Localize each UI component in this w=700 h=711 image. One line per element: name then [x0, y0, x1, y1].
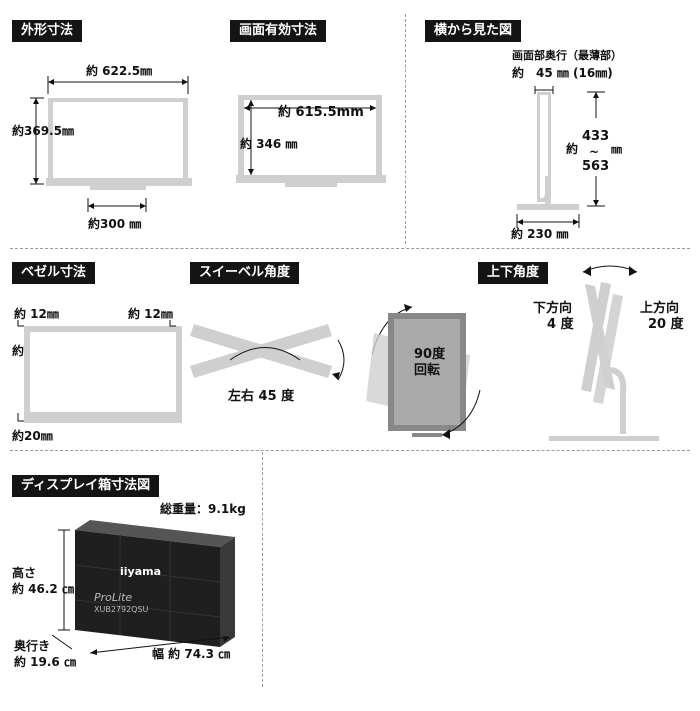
bezel-top-right-label: 約 12㎜ — [128, 307, 173, 321]
base-depth-label: 約 230 ㎜ — [511, 227, 569, 241]
box-series: ProLite — [94, 591, 133, 604]
outer-width-label: 約 622.5㎜ — [86, 64, 153, 78]
outer-dimensions-heading: 外形寸法 — [12, 20, 83, 42]
screen-dimensions-heading: 画面有効寸法 — [230, 20, 327, 42]
pivot-caption-line1: 90度 — [414, 347, 446, 362]
bezel-heading: ベゼル寸法 — [12, 262, 96, 284]
height-prefix-label: 約 — [566, 142, 579, 156]
outer-stand-label: 約300 ㎜ — [88, 217, 142, 231]
screen-height-label: 約 346 ㎜ — [240, 137, 298, 151]
divider-top-vertical — [405, 14, 406, 244]
tilt-up-value: 20 度 — [648, 317, 684, 332]
swivel-heading: スイーベル角度 — [190, 262, 300, 284]
panel-depth-label: 画面部奥行（最薄部） — [512, 49, 622, 62]
bezel-diagram — [17, 320, 182, 423]
divider-lower-horizontal — [10, 450, 690, 451]
box-height-value: 約 46.2 ㎝ — [12, 582, 74, 596]
swivel-caption: 左右 45 度 — [228, 389, 295, 404]
box-height-label: 高さ — [12, 566, 37, 580]
box-diagram — [51, 520, 235, 655]
divider-bottom-vertical — [262, 452, 263, 687]
outer-height-label: 約369.5㎜ — [12, 124, 74, 138]
tilt-up-label: 上方向 — [640, 301, 680, 316]
box-brand: iiyama — [120, 565, 162, 578]
bezel-top-left-label: 約 12㎜ — [14, 307, 59, 321]
side-view-heading: 横から見た図 — [425, 20, 522, 42]
box-depth-label: 奥行き — [14, 639, 51, 653]
box-width-label: 幅 約 74.3 ㎝ — [152, 647, 231, 661]
tilt-down-value: 4 度 — [547, 317, 574, 332]
pivot-diagram — [366, 304, 481, 439]
divider-middle-horizontal — [10, 248, 690, 249]
height-max-label: 563 — [582, 159, 610, 174]
screen-width-label: 約 615.5mm — [278, 105, 364, 120]
bezel-bottom-label: 約20㎜ — [12, 429, 53, 443]
outer-dimensions-diagram — [30, 76, 192, 212]
tilt-diagram — [549, 265, 659, 441]
tilt-down-label: 下方向 — [533, 301, 573, 316]
box-dimensions-heading: ディスプレイ箱寸法図 — [12, 475, 160, 497]
box-depth-value: 約 19.6 ㎝ — [14, 655, 76, 669]
height-unit-label: ㎜ — [611, 143, 622, 156]
pivot-caption-line2: 回転 — [414, 363, 441, 378]
height-tilde-label: ~ — [589, 145, 600, 159]
box-model: XUB2792QSU — [94, 605, 149, 614]
side-view-diagram — [516, 86, 605, 228]
tilt-heading: 上下角度 — [478, 262, 549, 284]
swivel-diagram — [190, 324, 345, 381]
height-min-label: 433 — [582, 129, 610, 144]
box-weight-label: 総重量：9.1kg — [160, 502, 246, 516]
screen-dimensions-diagram — [236, 95, 386, 187]
panel-depth-value: 約 45 ㎜ (16㎜) — [512, 66, 613, 80]
